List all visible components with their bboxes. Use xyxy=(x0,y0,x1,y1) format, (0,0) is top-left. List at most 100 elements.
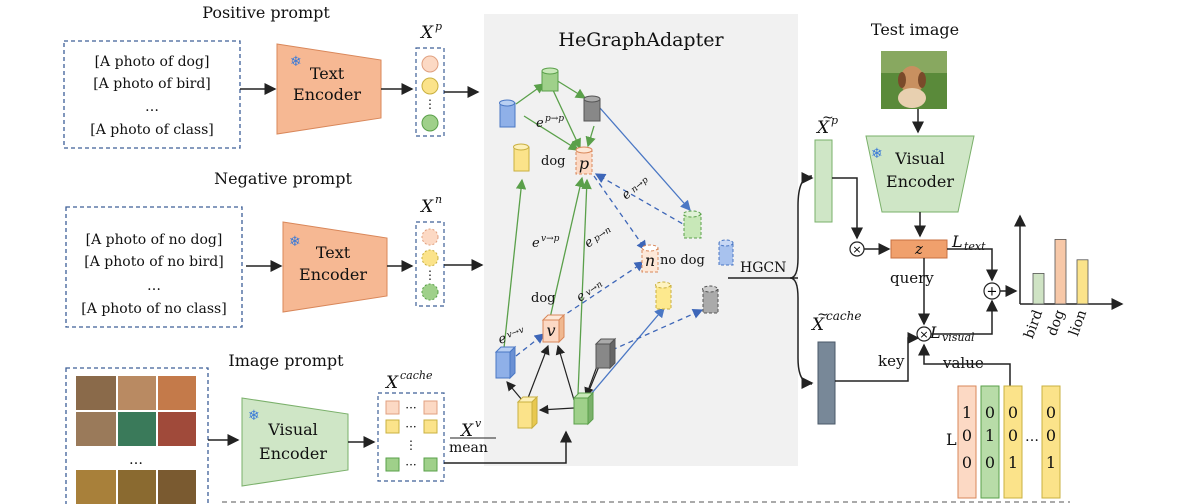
edge-label-v-p: e xyxy=(532,236,540,251)
svg-text:0: 0 xyxy=(1008,403,1018,422)
svg-text:0: 0 xyxy=(1046,403,1056,422)
xv-label: X xyxy=(459,421,474,441)
xp-token-2 xyxy=(421,77,439,95)
node-p: p xyxy=(579,154,589,173)
xv-sup: v xyxy=(475,417,482,430)
test-image-title: Test image xyxy=(871,20,959,39)
svg-text:×: × xyxy=(919,328,928,341)
xcache-label: X xyxy=(384,373,399,393)
xcache-tilde-bar xyxy=(817,341,836,425)
snowflake-icon: ❄ xyxy=(871,146,883,162)
svg-text:~: ~ xyxy=(817,307,829,323)
xp-label: X xyxy=(419,23,434,43)
snowflake-icon: ❄ xyxy=(290,54,302,70)
positive-line-2: [A photo of bird] xyxy=(93,76,211,92)
node-v-text: dog xyxy=(531,291,555,306)
key-label: key xyxy=(878,352,905,370)
xn-token-3 xyxy=(421,283,439,301)
bar-bird xyxy=(1032,272,1045,305)
value-label: value xyxy=(942,354,984,372)
image-prompt-title: Image prompt xyxy=(228,351,344,370)
l-visual-label: L xyxy=(929,323,941,342)
edge-label-p-p: e xyxy=(536,116,544,131)
z-label: z xyxy=(914,240,923,258)
xcache-tilde-sup: cache xyxy=(826,309,861,323)
svg-text:1: 1 xyxy=(985,426,995,445)
test-encoder-label-1: Visual xyxy=(894,149,945,168)
snowflake-icon: ❄ xyxy=(289,234,301,250)
matrix-l-label: L xyxy=(946,430,957,449)
positive-line-4: [A photo of class] xyxy=(90,122,214,138)
node-n: n xyxy=(645,251,655,270)
xp-sup: p xyxy=(435,20,442,33)
graph-edges xyxy=(503,79,704,415)
svg-text:0: 0 xyxy=(1008,426,1018,445)
image-visual-encoder xyxy=(241,397,349,487)
query-label: query xyxy=(890,269,934,287)
image-prompt-box xyxy=(65,367,209,504)
edge-label-v-p-sup: v→p xyxy=(541,234,560,244)
svg-text:1: 1 xyxy=(962,403,972,422)
graph-title: HeGraphAdapter xyxy=(558,29,724,51)
edge-label-p-p-sup: p→p xyxy=(545,114,564,124)
matrix-col-last xyxy=(1041,385,1061,499)
svg-text:0: 0 xyxy=(1046,426,1056,445)
xn-label: X xyxy=(419,197,434,217)
svg-text:0: 0 xyxy=(962,453,972,472)
test-image xyxy=(881,51,947,109)
negative-line-1: [A photo of no dog] xyxy=(86,232,223,248)
svg-text:···: ··· xyxy=(405,420,416,434)
image-prompt-thumbnails xyxy=(76,376,196,504)
negative-line-3: … xyxy=(147,278,161,294)
tick-label-lion: lion xyxy=(1066,308,1090,338)
negative-prompt-box xyxy=(65,206,243,328)
xn-token-2 xyxy=(421,249,439,267)
svg-text:+: + xyxy=(987,285,998,300)
l-text-label: L xyxy=(951,232,963,251)
xp-tilde-sup: p xyxy=(831,114,838,127)
svg-text:⋮: ⋮ xyxy=(424,268,436,282)
svg-text:⋮: ⋮ xyxy=(424,97,436,111)
graph-nodes xyxy=(494,67,734,430)
xp-token-3 xyxy=(421,114,439,132)
svg-text:×: × xyxy=(852,243,861,256)
xp-token-1 xyxy=(421,55,439,73)
svg-text:···: ··· xyxy=(405,401,416,415)
l-visual-sub: visual xyxy=(942,331,975,344)
hgcn-label: HGCN xyxy=(740,260,786,276)
xcache-tokens: ··· ··· ⋮ ··· xyxy=(385,400,438,472)
xn-token-1 xyxy=(421,228,439,246)
xn-feature-box xyxy=(415,221,445,307)
svg-text:0: 0 xyxy=(985,403,995,422)
mean-label: mean xyxy=(449,440,488,456)
xn-sup: n xyxy=(435,193,442,206)
image-ellipsis: … xyxy=(129,452,143,468)
positive-prompt-title: Positive prompt xyxy=(202,3,330,22)
svg-text:1: 1 xyxy=(1008,453,1018,472)
xcache-sup: cache xyxy=(400,369,433,382)
xp-tilde-label: X xyxy=(815,118,830,138)
node-p-text: dog xyxy=(541,154,565,169)
positive-encoder-label-1: Text xyxy=(310,64,345,83)
tick-label-bird: bird xyxy=(1021,308,1046,341)
positive-prompt-box xyxy=(63,40,241,149)
test-visual-encoder xyxy=(865,135,975,213)
negative-encoder-label-2: Encoder xyxy=(299,265,367,284)
xp-tilde-bar xyxy=(814,139,833,223)
matrix-col-1 xyxy=(957,385,977,499)
svg-text:~: ~ xyxy=(822,110,834,126)
snowflake-icon: ❄ xyxy=(248,408,260,424)
negative-line-2: [A photo of no bird] xyxy=(84,254,223,270)
svg-text:1: 1 xyxy=(1046,453,1056,472)
negative-line-4: [A photo of no class] xyxy=(81,301,226,317)
positive-text-encoder xyxy=(276,43,382,135)
bar-lion xyxy=(1076,259,1089,305)
negative-encoder-label-1: Text xyxy=(316,243,351,262)
matrix-col-2 xyxy=(980,385,1000,499)
node-n-text: no dog xyxy=(660,253,705,268)
tick-label-dog: dog xyxy=(1044,308,1068,338)
matrix-col-3 xyxy=(1003,385,1023,499)
positive-line-1: [A photo of dog] xyxy=(95,54,210,70)
